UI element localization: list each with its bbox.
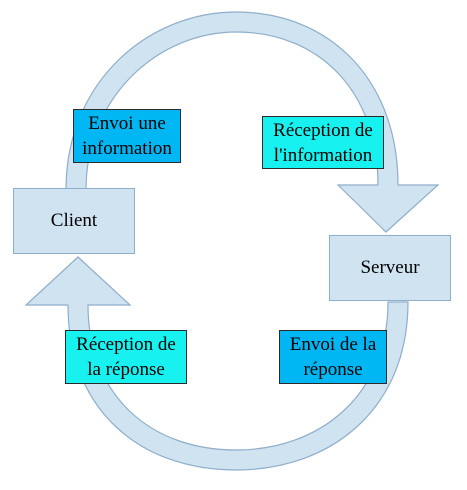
label-envoi-information: Envoi une information <box>73 109 181 163</box>
label-envoi-reponse-line2: réponse <box>303 359 363 380</box>
label-reception-reponse-line1: Réception de <box>76 334 176 355</box>
label-envoi-reponse-line1: Envoi de la <box>289 334 377 355</box>
label-reception-information: Réception de l'information <box>262 116 384 169</box>
label-reception-reponse-line2: la réponse <box>87 359 165 380</box>
bottom-arc-arrow <box>24 256 409 471</box>
top-arc-arrow <box>65 11 440 233</box>
label-reception-information-line2: l'information <box>273 144 373 166</box>
label-reception-reponse: Réception de la réponse <box>65 330 187 384</box>
label-reception-information-line1: Réception de <box>273 119 373 141</box>
client-node: Client <box>13 188 135 254</box>
label-envoi-reponse: Envoi de la réponse <box>279 330 387 384</box>
label-envoi-information-line2: information <box>82 138 172 159</box>
label-envoi-information-line1: Envoi une <box>88 113 166 134</box>
serveur-node: Serveur <box>329 235 451 301</box>
